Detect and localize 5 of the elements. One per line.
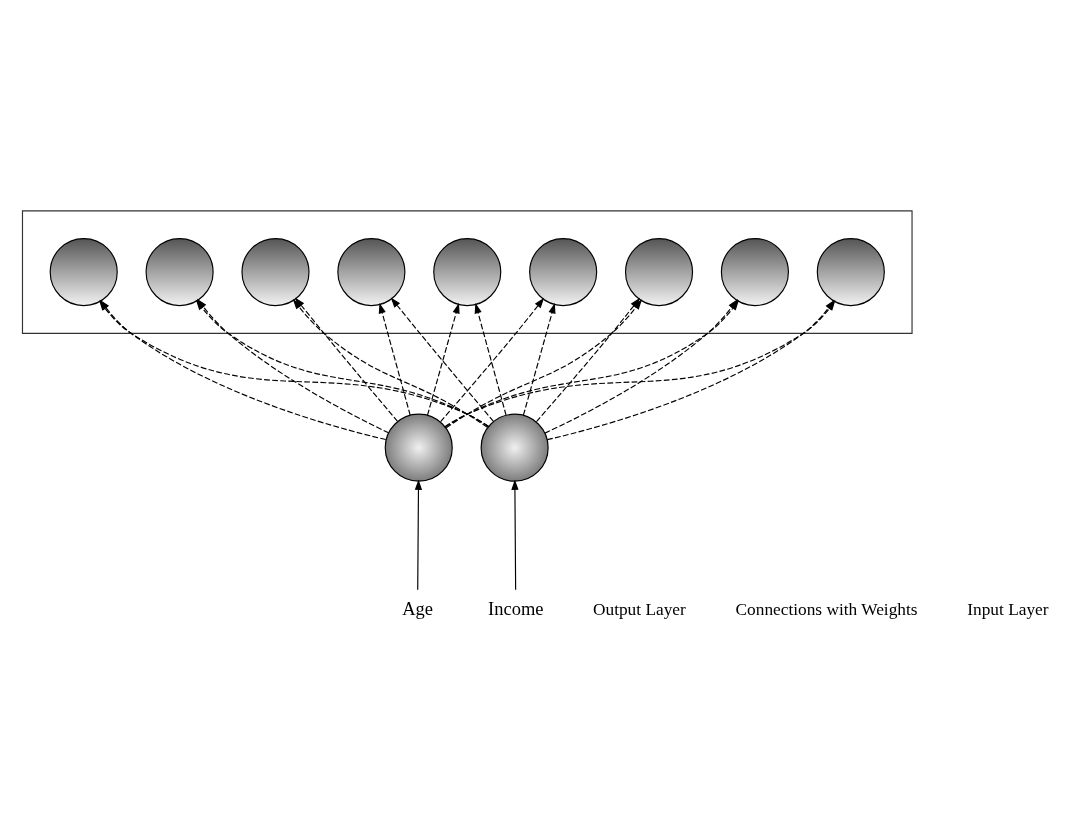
node-text: Income — [488, 598, 544, 619]
label: Input Layer — [967, 599, 1049, 619]
node-text: Age — [402, 598, 433, 619]
label: Output Layer — [593, 599, 686, 619]
label: Connections with Weights — [735, 599, 918, 619]
